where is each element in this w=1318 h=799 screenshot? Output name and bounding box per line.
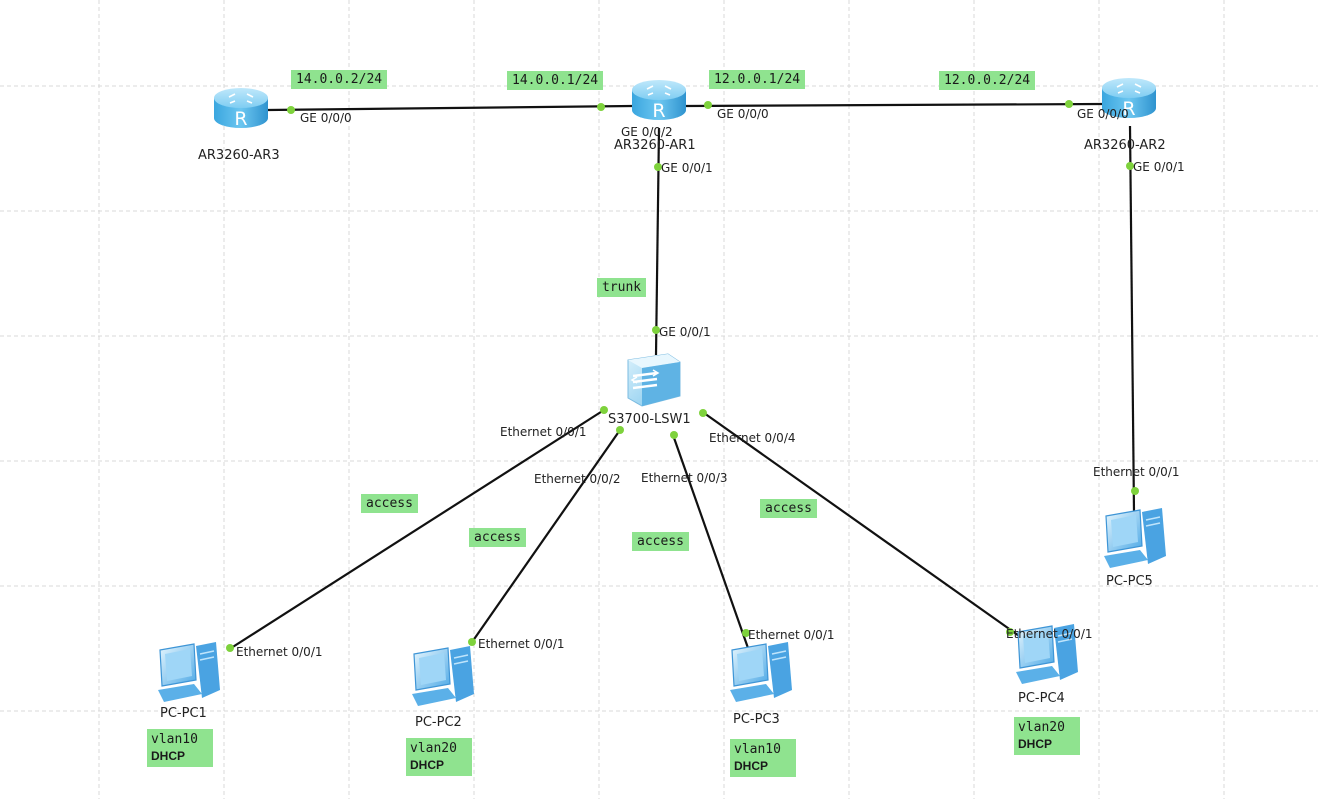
note-pc3-vlan: vlan10: [734, 742, 781, 757]
port-label-lsw1-e4: Ethernet 0/0/4: [709, 431, 796, 445]
note-pc4-mode: DHCP: [1018, 737, 1053, 751]
note-pc2-vlan: vlan20: [410, 741, 457, 756]
ar2-router-icon[interactable]: R: [1100, 74, 1158, 122]
pc1-pc-icon[interactable]: [154, 640, 224, 706]
port-label-pc3-e1: Ethernet 0/0/1: [748, 628, 835, 642]
ar1-router-icon[interactable]: R: [630, 76, 688, 124]
port-label-ar1-g002: GE 0/0/2: [621, 125, 673, 139]
ip-tag-ar1-right: 12.0.0.1/24: [709, 70, 806, 89]
note-pc1-mode: DHCP: [151, 749, 186, 763]
link-lsw1-pc3[interactable]: [671, 434, 750, 649]
port-label-ar3-g000: GE 0/0/0: [300, 111, 352, 125]
device-label-pc5: PC-PC5: [1106, 574, 1153, 589]
link-lsw1-pc4[interactable]: [703, 412, 1023, 639]
link-tag-access-1: access: [361, 494, 418, 513]
port-label-ar1-g000: GE 0/0/0: [717, 107, 769, 121]
note-pc1-vlan: vlan10: [151, 732, 198, 747]
note-pc4-vlan: vlan20: [1018, 720, 1065, 735]
port-label-ar1-g001: GE 0/0/1: [661, 161, 713, 175]
lsw1-switch-icon[interactable]: [624, 352, 682, 408]
device-label-ar1: AR3260-AR1: [614, 138, 696, 153]
pc4-pc-icon[interactable]: [1012, 622, 1082, 688]
ip-tag-ar1-left: 14.0.0.1/24: [507, 71, 604, 90]
link-lsw1-pc2[interactable]: [469, 429, 621, 646]
port-label-lsw1-e3: Ethernet 0/0/3: [641, 471, 728, 485]
port-label-pc2-e1: Ethernet 0/0/1: [478, 637, 565, 651]
device-label-pc2: PC-PC2: [415, 715, 462, 730]
link-ar1-lsw1[interactable]: [654, 127, 661, 356]
port-label-lsw1-e2: Ethernet 0/0/2: [534, 472, 621, 486]
link-tag-access-4: access: [760, 499, 817, 518]
device-label-pc4: PC-PC4: [1018, 691, 1065, 706]
port-label-pc4-e1: Ethernet 0/0/1: [1006, 627, 1093, 641]
links: [227, 102, 1136, 651]
svg-text:R: R: [1122, 98, 1135, 120]
link-tag-access-3: access: [632, 532, 689, 551]
port-dots: [226, 100, 1139, 652]
pc5-pc-icon[interactable]: [1100, 506, 1170, 572]
note-pc1: vlan10 DHCP: [147, 729, 213, 767]
ip-tag-ar3: 14.0.0.2/24: [291, 70, 388, 89]
note-pc2-mode: DHCP: [410, 758, 445, 772]
link-ar1-ar2[interactable]: [685, 102, 1103, 108]
ip-tag-ar2: 12.0.0.2/24: [939, 71, 1036, 90]
port-label-lsw1-g001: GE 0/0/1: [659, 325, 711, 339]
note-pc4: vlan20 DHCP: [1014, 717, 1080, 755]
port-label-lsw1-e1: Ethernet 0/0/1: [500, 425, 587, 439]
link-tag-access-2: access: [469, 528, 526, 547]
pc2-pc-icon[interactable]: [408, 644, 478, 710]
port-label-pc5-e1: Ethernet 0/0/1: [1093, 465, 1180, 479]
svg-text:R: R: [652, 100, 665, 122]
device-label-pc3: PC-PC3: [733, 712, 780, 727]
device-label-pc1: PC-PC1: [160, 706, 207, 721]
ar3-router-icon[interactable]: R: [212, 84, 270, 132]
device-label-ar3: AR3260-AR3: [198, 148, 280, 163]
pc3-pc-icon[interactable]: [726, 640, 796, 706]
link-tag-trunk: trunk: [597, 278, 647, 297]
link-ar2-pc5[interactable]: [1128, 125, 1136, 513]
note-pc3: vlan10 DHCP: [730, 739, 796, 777]
device-label-lsw1: S3700-LSW1: [608, 412, 691, 427]
port-label-ar2-g000: GE 0/0/0: [1077, 107, 1129, 121]
note-pc2: vlan20 DHCP: [406, 738, 472, 776]
device-label-ar2: AR3260-AR2: [1084, 138, 1166, 153]
link-ar3-ar1[interactable]: [267, 104, 633, 112]
svg-text:R: R: [234, 108, 247, 130]
port-label-ar2-g001: GE 0/0/1: [1133, 160, 1185, 174]
link-lsw1-pc1[interactable]: [227, 409, 605, 651]
note-pc3-mode: DHCP: [734, 759, 769, 773]
port-label-pc1-e1: Ethernet 0/0/1: [236, 645, 323, 659]
